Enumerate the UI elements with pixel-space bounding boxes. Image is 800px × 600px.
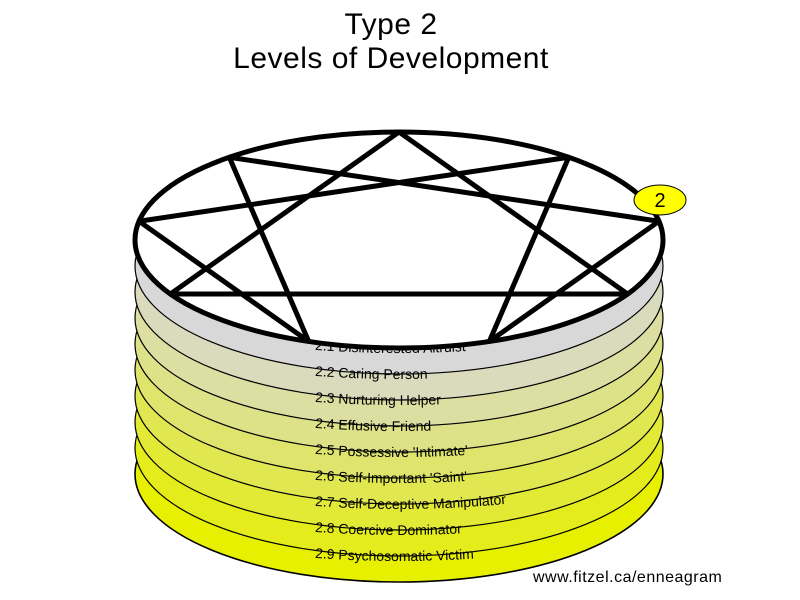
type-2-badge-oval xyxy=(633,184,687,216)
level-label: 2.9 Psychosomatic Victim xyxy=(315,545,475,564)
credit-url: www.fitzel.ca/enneagram xyxy=(533,569,723,586)
level-label: 2.8 Coercive Dominator xyxy=(315,519,463,538)
title-line-1: Type 2 xyxy=(344,8,438,41)
title-line-2: Levels of Development xyxy=(233,42,549,75)
enneagram-triangle xyxy=(167,129,631,297)
level-label: 2.2 Caring Person xyxy=(315,363,428,382)
type-2-badge-label: 2 xyxy=(654,190,665,212)
type-2-badge: 2 xyxy=(633,184,687,216)
enneagram-hexad xyxy=(136,154,662,344)
level-label: 2.3 Nurturing Helper xyxy=(315,389,442,408)
enneagram-circle xyxy=(132,129,666,351)
level-label: 2.7 Self-Deceptive Manipulator xyxy=(315,491,507,512)
diagram-title: Type 2 Levels of Development xyxy=(0,8,782,76)
level-label: 2.5 Possessive 'Intimate' xyxy=(315,441,469,460)
level-label: 2.4 Effusive Friend xyxy=(315,415,432,434)
enneagram-top-face xyxy=(132,129,666,351)
level-label: 2.6 Self-Important 'Saint' xyxy=(315,467,468,486)
